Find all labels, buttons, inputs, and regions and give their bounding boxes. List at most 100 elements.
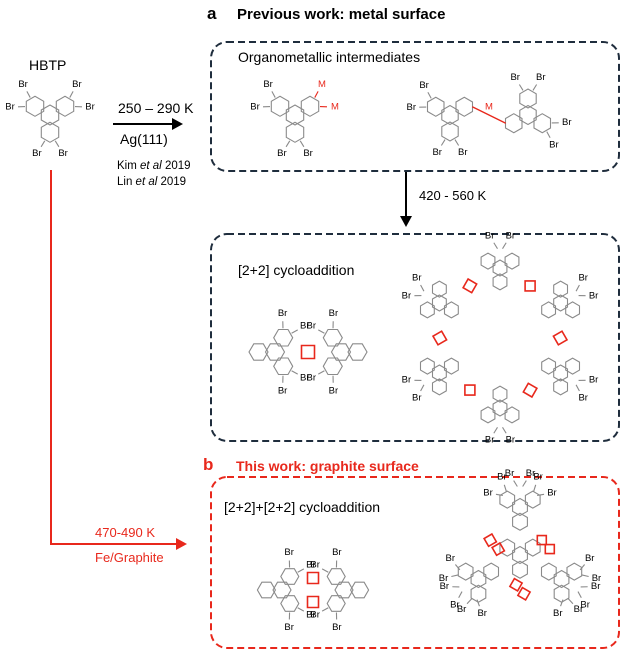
bond [318, 370, 325, 375]
box-cycloaddition-2-2 [210, 233, 620, 442]
bond [458, 591, 463, 598]
bond [40, 140, 46, 148]
bond [575, 384, 580, 392]
bromine-label: Br [458, 147, 468, 158]
benzene-ring [566, 562, 583, 581]
bromine-label: Br [306, 372, 316, 383]
benzene-ring [272, 581, 292, 599]
cyclobutadiene-ring [306, 595, 320, 609]
benzene-ring [512, 497, 528, 517]
benzene-ring [322, 328, 343, 347]
bromine-label: Br [591, 581, 601, 592]
bromine-label: Br [419, 80, 429, 91]
cyclobutadiene-ring [306, 571, 320, 585]
bromine-label: Br [446, 553, 456, 564]
bromine-label: Br [402, 290, 412, 301]
bromine-label: Br [85, 102, 95, 113]
metal-bond [471, 106, 507, 124]
benzene-ring [443, 301, 459, 319]
bond [271, 91, 276, 98]
arrow-step3 [50, 170, 187, 550]
bromine-label: Br [580, 599, 590, 610]
bromine-label: Br [310, 560, 320, 571]
bromine-label: M [331, 102, 339, 113]
benzene-ring [499, 490, 516, 509]
bromine-label: Br [277, 148, 287, 159]
bromine-label: Br [526, 468, 536, 479]
benzene-ring [280, 568, 300, 585]
bond [440, 139, 446, 146]
cyclobutadiene-ring [431, 330, 448, 346]
benzene-ring [565, 301, 581, 319]
bond [297, 568, 305, 573]
reference-lin-year: 2019 [157, 176, 187, 188]
benzene-ring [441, 121, 459, 142]
metal-label: M [485, 101, 493, 112]
benzene-ring [326, 595, 346, 612]
bond [291, 370, 298, 375]
bond [581, 574, 589, 578]
bromine-label: Br [578, 393, 588, 404]
benzene-ring [330, 343, 352, 361]
bromine-label: Br [407, 102, 417, 113]
benzene-ring [419, 357, 435, 375]
bond [454, 139, 460, 146]
bromine-label: Br [306, 609, 316, 620]
arrow-step2 [400, 172, 412, 227]
bromine-label: Br [18, 79, 28, 90]
bromine-label: Br [412, 393, 422, 404]
bromine-label: Br [310, 609, 320, 620]
benzene-ring [280, 595, 300, 612]
bromine-label: Br [589, 375, 599, 386]
box3-title: [2+2]+[2+2] cycloaddition [224, 499, 381, 515]
box-cycloaddition-2-2-2-2 [210, 476, 620, 649]
bromine-label: Br [574, 604, 584, 615]
benzene-ring [326, 568, 346, 585]
bond [299, 140, 305, 148]
bond [54, 140, 60, 148]
arrow-step1 [113, 118, 183, 130]
bromine-label: Br [278, 385, 288, 396]
benzene-ring [334, 581, 354, 599]
bond [493, 242, 498, 249]
reference-lin-author: Lin [117, 176, 136, 188]
step1-temperature: 250 – 290 K [118, 100, 194, 116]
benzene-ring [504, 406, 520, 424]
bromine-label: Br [506, 230, 516, 241]
bond [285, 140, 291, 148]
benzene-ring [504, 113, 523, 134]
benzene-ring [419, 301, 435, 319]
cyclobutadiene-ring [522, 382, 538, 399]
bromine-label: Br [402, 375, 412, 386]
bond [577, 591, 582, 598]
bond [579, 564, 586, 571]
benzene-ring [512, 560, 528, 579]
benzene-ring [264, 343, 286, 361]
benzene-ring [540, 562, 557, 581]
bromine-label: Br [497, 472, 507, 483]
bromine-label: Br [306, 321, 316, 332]
bromine-label: Br [505, 468, 515, 479]
cyclobutadiene-ring [552, 330, 569, 346]
bromine-label: Br [585, 553, 595, 564]
benzene-ring [455, 96, 474, 117]
bond [321, 568, 329, 573]
panel-b-letter: b [203, 455, 214, 474]
benzene-ring [347, 343, 368, 361]
bond [420, 384, 425, 392]
benzene-ring [349, 581, 370, 599]
bromine-label: Br [547, 487, 557, 498]
bond [513, 480, 518, 487]
benzene-ring [480, 406, 496, 424]
bromine-label: Br [536, 72, 546, 83]
bromine-label: Br [332, 547, 342, 558]
reference-kim-author: Kim [117, 160, 140, 172]
benzene-ring [431, 364, 447, 382]
benzene-ring [480, 252, 496, 270]
bond [291, 329, 298, 334]
benzene-ring [519, 104, 537, 126]
